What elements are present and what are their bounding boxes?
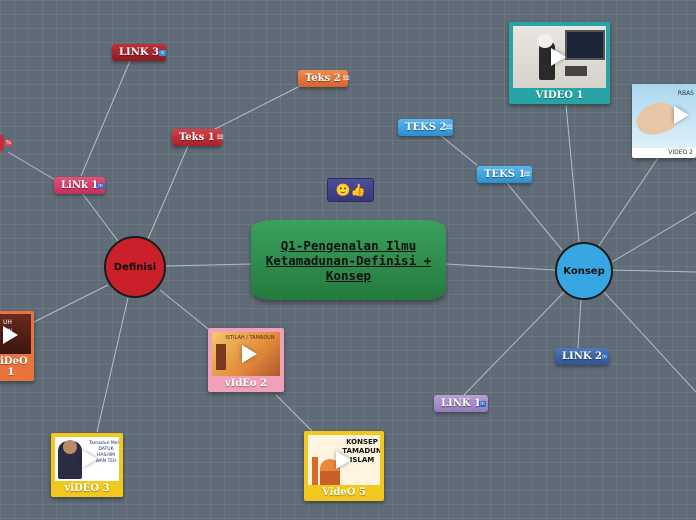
connector xyxy=(275,394,315,434)
play-icon[interactable] xyxy=(674,106,689,124)
konsep-label: Konsep xyxy=(563,265,605,277)
teks2-left-topic[interactable]: Teks 2 xyxy=(298,70,348,87)
mosque-base xyxy=(320,471,340,485)
video2-right-card[interactable]: RBAS VIDEO 2 xyxy=(632,84,696,158)
head-shape xyxy=(63,440,77,454)
hand-shape xyxy=(632,98,680,140)
definisi-label: Definisi xyxy=(113,261,157,273)
video5-label: VideO 5 xyxy=(322,487,366,498)
link3-label: LINK 3 xyxy=(119,47,159,58)
minaret-shape xyxy=(312,457,318,485)
thumb-text: RBAS xyxy=(677,90,694,97)
video1-right-card[interactable]: VIDEO 1 xyxy=(509,22,610,104)
konsep-node[interactable]: Konsep xyxy=(555,242,613,300)
video1-right-label: VIDEO 1 xyxy=(535,90,584,101)
connector xyxy=(505,181,563,251)
video1-left-label: viDeO 1 xyxy=(0,356,28,378)
play-icon[interactable] xyxy=(82,450,97,468)
video-thumbnail: Tamadun Melayu DATUK HASHIM WAN TEH xyxy=(55,437,119,481)
link-icon[interactable]: in xyxy=(97,183,104,189)
link1-right-label: LINK 1 xyxy=(441,398,481,409)
play-icon[interactable] xyxy=(551,48,566,66)
connector xyxy=(565,104,580,243)
connector xyxy=(463,289,567,396)
video3-card[interactable]: Tamadun Melayu DATUK HASHIM WAN TEH viDE… xyxy=(51,433,123,497)
video3-label: viDEO 3 xyxy=(64,483,110,494)
video-thumbnail: UH MN xyxy=(0,314,31,354)
teks1-right-label: TEKS 1 xyxy=(484,169,526,180)
connector xyxy=(439,134,478,166)
connector xyxy=(159,289,213,333)
thumb-text: ISTILAH / TAMADUN xyxy=(225,335,275,341)
teks1-right-topic[interactable]: TEKS 1 xyxy=(477,166,533,183)
figure-shape xyxy=(216,344,226,370)
central-topic[interactable]: Q1-Pengenalan Ilmu Ketamadunan-Definisi … xyxy=(251,220,446,300)
emoji-topic[interactable]: 🙂👍 xyxy=(327,178,374,202)
video-thumbnail: ISTILAH / TAMADUN xyxy=(212,332,280,376)
connector xyxy=(577,299,582,349)
link-icon[interactable]: in xyxy=(479,401,486,407)
note-lines-icon[interactable]: ≡ xyxy=(342,73,351,84)
video1-left-card[interactable]: UH MN viDeO 1 xyxy=(0,311,34,381)
video-thumbnail xyxy=(513,26,606,88)
connector xyxy=(212,85,301,131)
thumb-text: Tamadun Melayu DATUK HASHIM WAN TEH xyxy=(89,441,119,464)
teks2-right-topic[interactable]: TEKS 2 xyxy=(398,119,454,136)
head-shape xyxy=(537,34,553,48)
emoji-text: 🙂👍 xyxy=(335,183,366,197)
screen-shape xyxy=(565,30,605,60)
link1-right-topic[interactable]: LINK 1 xyxy=(434,395,488,412)
video2-label: vIdEo 2 xyxy=(224,378,268,389)
connector xyxy=(147,145,189,240)
play-icon[interactable] xyxy=(3,326,18,344)
link3-topic[interactable]: LINK 3 xyxy=(112,44,166,61)
link1-left-label: LiNk 1 xyxy=(61,180,99,191)
connector xyxy=(165,263,252,267)
laptop-shape xyxy=(565,66,587,76)
note-lines-icon[interactable]: ≡ xyxy=(523,169,532,180)
connector xyxy=(81,192,119,242)
play-icon[interactable] xyxy=(336,451,351,469)
offscreen-topic[interactable] xyxy=(0,135,4,151)
teks2-left-label: Teks 2 xyxy=(305,73,341,84)
link-icon[interactable]: s xyxy=(159,50,166,56)
video-thumbnail: KONSEP TAMADUN ISLAM xyxy=(308,435,380,485)
video5-card[interactable]: KONSEP TAMADUN ISLAM VideO 5 xyxy=(304,431,384,501)
connector xyxy=(33,284,109,323)
video-thumbnail: RBAS xyxy=(632,84,696,148)
link-icon[interactable]: in xyxy=(601,354,608,360)
thumb-text: KONSEP TAMADUN ISLAM xyxy=(342,438,380,464)
connector xyxy=(96,297,129,433)
teks2-right-label: TEKS 2 xyxy=(405,122,447,133)
connector xyxy=(611,269,696,273)
link2-right-label: LINK 2 xyxy=(562,351,602,362)
link2-right-topic[interactable]: LINK 2 xyxy=(555,348,609,365)
teks1-left-label: Teks 1 xyxy=(179,132,215,143)
link1-left-topic[interactable]: LiNk 1 xyxy=(54,177,106,194)
link-icon[interactable]: % xyxy=(5,140,12,146)
video2-card[interactable]: ISTILAH / TAMADUN vIdEo 2 xyxy=(208,328,284,392)
connector xyxy=(7,151,58,182)
play-icon[interactable] xyxy=(242,345,257,363)
definisi-node[interactable]: Definisi xyxy=(104,236,166,298)
connector xyxy=(611,211,696,263)
connector xyxy=(80,60,131,177)
central-topic-title: Q1-Pengenalan Ilmu Ketamadunan-Definisi … xyxy=(265,237,432,283)
connector xyxy=(603,291,696,393)
video2-right-label: VIDEO 2 xyxy=(668,149,693,156)
teks1-left-topic[interactable]: Teks 1 xyxy=(172,129,222,146)
connector xyxy=(445,263,556,271)
note-lines-icon[interactable]: ≡ xyxy=(216,132,225,143)
connector xyxy=(595,154,661,251)
note-lines-icon[interactable]: ≡ xyxy=(445,122,454,133)
